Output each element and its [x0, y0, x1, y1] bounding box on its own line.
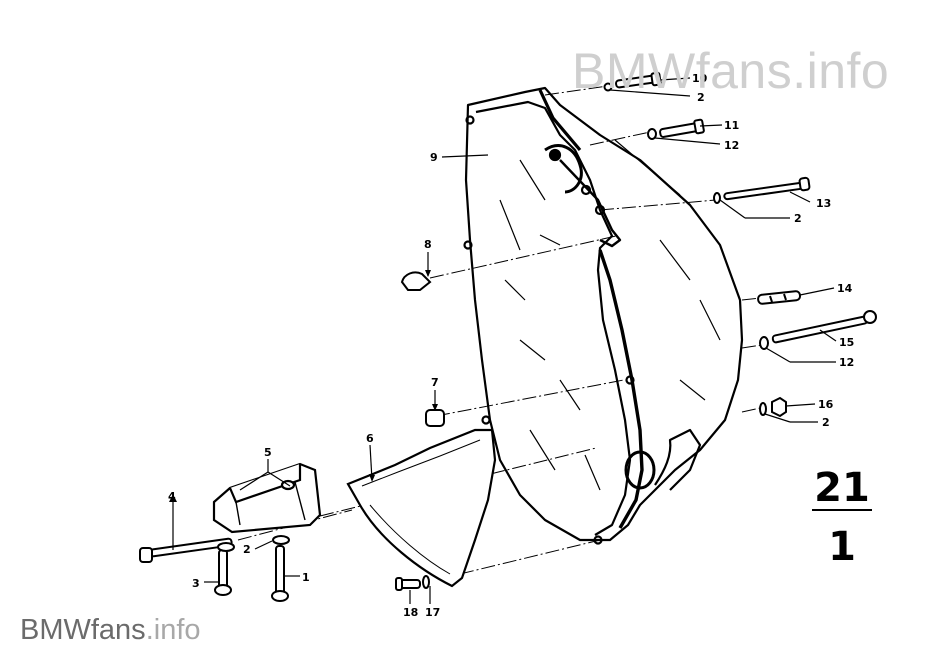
long-bolt-4 — [139, 537, 233, 563]
watermark-bottom: BMWfans.info — [20, 614, 201, 647]
cover-plate-6 — [346, 428, 497, 588]
callout-2: 2 — [243, 543, 251, 556]
section-group-number: 21 — [814, 465, 870, 511]
callout-13: 13 — [816, 197, 831, 210]
bolt-1 — [271, 535, 290, 602]
arrowheads — [169, 270, 438, 502]
section-subgroup-number: 1 — [828, 524, 856, 570]
callout-10: 10 — [692, 72, 708, 85]
callout-labels: 10 2 11 12 13 2 14 15 12 16 2 9 8 7 6 5 … — [168, 72, 854, 619]
bolt-18-washer-17 — [395, 575, 430, 591]
callout-2: 2 — [794, 212, 802, 225]
part-7-sleeve — [425, 409, 445, 427]
callout-5: 5 — [264, 446, 272, 459]
bolt-3 — [214, 542, 235, 596]
callout-6: 6 — [366, 432, 374, 445]
callout-1: 1 — [302, 571, 310, 584]
callout-12: 12 — [839, 356, 854, 369]
watermark-brand: BMWfans — [20, 614, 146, 646]
callout-17: 17 — [425, 606, 440, 619]
bracket-5 — [212, 462, 322, 534]
callout-14: 14 — [837, 282, 853, 295]
callout-16: 16 — [818, 398, 834, 411]
watermark-top: BMWfans.info — [572, 43, 890, 99]
dowel-pin-14 — [757, 290, 802, 305]
callout-18: 18 — [403, 606, 418, 619]
part-8-stud — [400, 271, 432, 291]
callout-8: 8 — [424, 238, 432, 251]
bolt-11 — [647, 118, 705, 140]
callout-15: 15 — [839, 336, 854, 349]
bolt-10 — [603, 71, 662, 92]
section-number: 21 1 — [812, 465, 872, 570]
callout-9: 9 — [430, 151, 438, 164]
callout-7: 7 — [431, 376, 439, 389]
callout-2: 2 — [822, 416, 830, 429]
callout-11: 11 — [724, 119, 739, 132]
watermark-suffix: .info — [145, 614, 201, 646]
callout-12: 12 — [724, 139, 739, 152]
callout-2: 2 — [697, 91, 705, 104]
callout-4: 4 — [168, 490, 176, 503]
bolt-15 — [759, 310, 877, 350]
nut-16 — [759, 396, 787, 418]
clutch-housing — [463, 86, 744, 545]
bolt-13 — [713, 176, 811, 204]
callout-3: 3 — [192, 577, 200, 590]
